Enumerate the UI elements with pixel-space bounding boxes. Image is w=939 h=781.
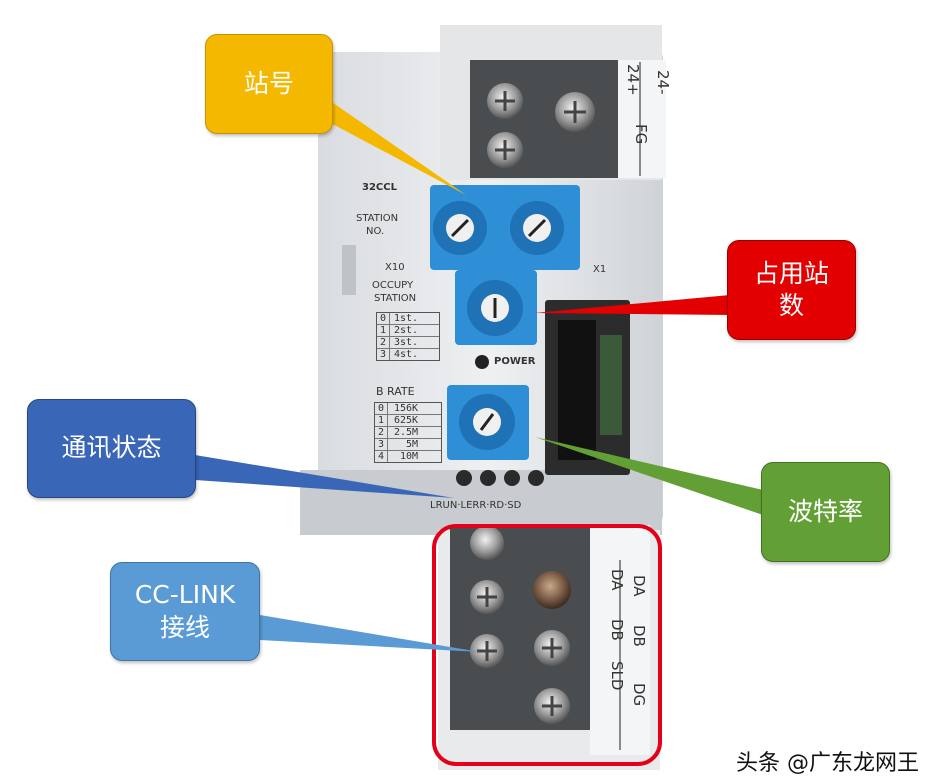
b-rate-row-index: 2 (375, 427, 388, 438)
b-rate-row: 3 5M (375, 439, 441, 451)
callout-occupy-station: 占用站 数 (727, 240, 856, 340)
b-rate-row-index: 1 (375, 415, 388, 426)
b-rate-row-value: 10M (400, 451, 419, 462)
power-label: POWER (494, 356, 536, 367)
led-labels: LRUN·LERR·RD·SD (430, 500, 522, 511)
occupy-row-value: 2st. (394, 325, 419, 336)
occupy-label-1: OCCUPY (372, 280, 414, 291)
power-terminal-labels: 24- 24+ FG (612, 62, 672, 174)
callout-station-no: 站号 (205, 34, 333, 134)
occupy-row-index: 3 (377, 349, 390, 360)
callout-comm-status: 通讯状态 (27, 399, 196, 498)
cc-terminal-labels: DA DB DG DA DB SLD (598, 565, 648, 755)
occupy-station-dial (455, 270, 537, 345)
b-rate-row-value: 2.5M (394, 427, 419, 438)
x10-label: X10 (385, 262, 405, 273)
b-rate-row-value: 625K (394, 415, 419, 426)
b-rate-row-value: 5M (406, 439, 419, 450)
b-rate-row: 1 625K (375, 415, 441, 427)
power-led (475, 355, 489, 369)
occupy-row-index: 1 (377, 325, 390, 336)
occupy-label-2: STATION (374, 293, 417, 304)
b-rate-row-index: 3 (375, 439, 388, 450)
terminal-label: DA (630, 575, 648, 597)
b-rate-row-index: 4 (375, 451, 388, 462)
occupy-row-index: 2 (377, 337, 390, 348)
terminal-label: DA (608, 569, 626, 591)
terminal-label: DB (630, 625, 648, 647)
b-rate-table: 0 156K 1 625K 2 2.5M 3 5M 4 10M (374, 402, 442, 463)
b-rate-row: 2 2.5M (375, 427, 441, 439)
terminal-label: 24+ (624, 64, 642, 96)
terminal-label: SLD (608, 661, 626, 691)
occupy-row: 1 2st. (377, 325, 439, 337)
occupy-row: 0 1st. (377, 313, 439, 325)
status-leds (456, 470, 544, 486)
occupy-row-value: 3st. (394, 337, 419, 348)
cc-link-terminal-block (450, 525, 650, 755)
callout-cc-link-wiring: CC-LINK 接线 (110, 562, 260, 661)
baud-rate-dial (447, 385, 529, 460)
b-rate-row-index: 0 (375, 403, 388, 414)
b-rate-row-value: 156K (394, 403, 419, 414)
occupy-row-index: 0 (377, 313, 390, 324)
occupy-station-pointer (535, 295, 730, 315)
callout-baud-rate: 波特率 (761, 462, 890, 562)
x1-label: X1 (593, 264, 607, 275)
b-rate-row: 4 10M (375, 451, 441, 462)
power-terminal-block (470, 60, 666, 178)
occupy-row-value: 1st. (394, 313, 419, 324)
station-label-1: STATION (356, 213, 399, 224)
terminal-label: 24- (654, 70, 672, 95)
station-no-pointer (300, 80, 466, 195)
comm-status-pointer (195, 455, 454, 498)
model-label: 32CCL (362, 182, 397, 193)
station-dials-panel (430, 185, 580, 270)
terminal-label: DB (608, 619, 626, 641)
occupy-table: 0 1st. 1 2st. 2 3st. 3 4st. (376, 312, 440, 361)
b-rate-row: 0 156K (375, 403, 441, 415)
occupy-row: 2 3st. (377, 337, 439, 349)
b-rate-label: B RATE (376, 385, 415, 398)
baud-rate-pointer (535, 437, 763, 515)
occupy-row-value: 4st. (394, 349, 419, 360)
cc-link-pointer (260, 615, 480, 652)
station-label-2: NO. (366, 226, 385, 237)
watermark: 头条 @广东龙网王 (736, 751, 919, 776)
terminal-label: DG (630, 683, 648, 707)
occupy-row: 3 4st. (377, 349, 439, 360)
terminal-label: FG (632, 124, 650, 145)
